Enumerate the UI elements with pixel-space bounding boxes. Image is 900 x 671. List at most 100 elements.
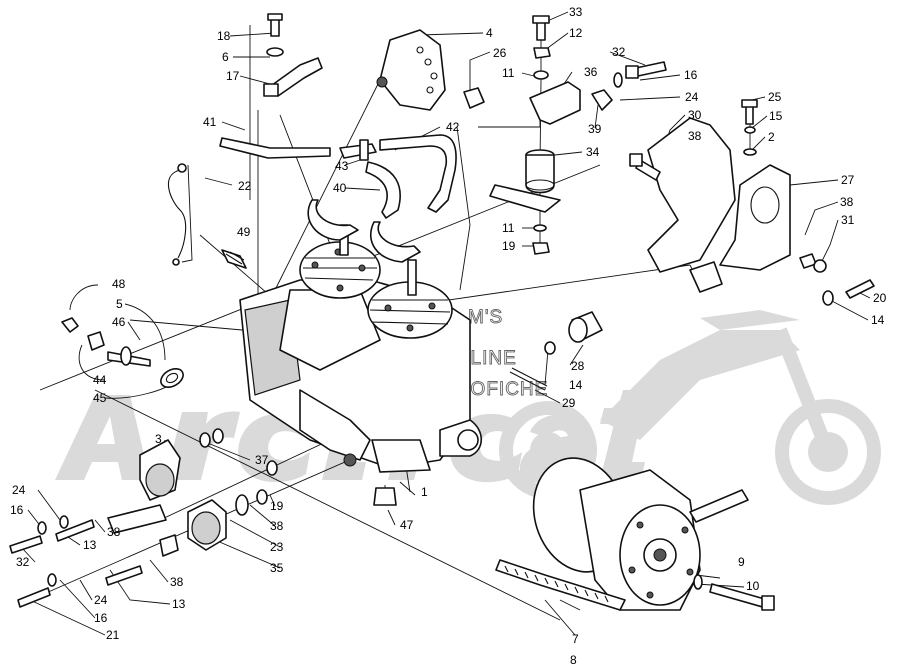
callout-label: 29 [562, 396, 576, 410]
callout-label: 19 [270, 499, 284, 513]
part-engine-1 [239, 199, 483, 473]
part-bolt-38-upper [629, 153, 661, 181]
callout-label: 45 [93, 391, 107, 405]
part-bolt-32-left [9, 535, 43, 554]
callout-label: 38 [688, 129, 702, 143]
callout-label: 25 [768, 90, 782, 104]
callout-label: 28 [571, 359, 585, 373]
part-bolt-21 [17, 587, 51, 608]
callout-label: 33 [569, 5, 583, 19]
part-nut-31 [813, 259, 827, 273]
part-clip-26 [463, 87, 485, 109]
part-fitting-18 [267, 13, 283, 37]
callout-label: 31 [841, 213, 855, 227]
part-hose-41 [219, 137, 331, 159]
callout-label: 42 [446, 120, 460, 134]
part-cable-22 [168, 163, 187, 266]
callout-label: 14 [871, 313, 885, 327]
callout-label: 7 [572, 632, 579, 646]
part-elbow-5 [87, 331, 105, 351]
callout-label: 10 [746, 579, 760, 593]
callout-label: 48 [112, 277, 126, 291]
callout-label: 27 [841, 173, 855, 187]
part-mount-23 [187, 499, 227, 551]
part-mount-28 [568, 311, 603, 343]
part-washer-15 [744, 126, 756, 134]
part-hose-42 [379, 134, 457, 213]
callout-label: 38 [270, 519, 284, 533]
callout-label: 16 [684, 68, 698, 82]
callout-label: 6 [222, 50, 229, 64]
part-washer-2 [743, 148, 757, 156]
callout-label: 38 [107, 525, 121, 539]
callout-label: 1 [421, 485, 428, 499]
part-bolt-32 [625, 61, 667, 79]
callout-label: 17 [226, 69, 240, 83]
part-washer-16-left [37, 515, 69, 535]
callout-label: 37 [255, 453, 269, 467]
callout-label: 3 [155, 432, 162, 446]
callout-label: 39 [588, 122, 602, 136]
callout-label: 14 [569, 378, 583, 392]
part-washer-11 [533, 70, 549, 80]
callout-label: 24 [685, 90, 699, 104]
callout-label: 23 [270, 540, 284, 554]
callout-label: 5 [116, 297, 123, 311]
callout-label: 47 [400, 518, 414, 532]
part-shroud-4 [376, 29, 446, 111]
part-bolt-13-lower [105, 565, 143, 586]
part-clamp-39 [591, 89, 613, 111]
callout-label: 24 [94, 593, 108, 607]
part-washer-14-centre [544, 341, 556, 355]
part-ring-45 [160, 368, 184, 388]
part-mount-34 [489, 149, 561, 213]
watermark-line-1: M'S [468, 307, 503, 328]
part-fitting-48 [61, 317, 79, 333]
callout-label: 20 [873, 291, 887, 305]
callout-label: 30 [688, 108, 702, 122]
callout-label: 32 [612, 45, 626, 59]
callout-label: 32 [16, 555, 30, 569]
leader-lines [21, 11, 871, 636]
callout-label: 13 [172, 597, 186, 611]
part-drive-clutch-7 [532, 457, 701, 611]
part-belt-8 [495, 489, 749, 611]
callout-label: 24 [12, 483, 26, 497]
part-washer-19-left [256, 489, 268, 505]
part-washer-16 [613, 72, 623, 88]
callout-label: 41 [203, 115, 217, 129]
callout-label: 9 [738, 555, 745, 569]
callout-label: 26 [493, 46, 507, 60]
callout-label: 43 [335, 159, 349, 173]
callout-label: 34 [586, 145, 600, 159]
part-bracket-17 [263, 57, 323, 97]
callout-label: 38 [840, 195, 854, 209]
callout-label: 16 [94, 611, 108, 625]
part-bolt-33 [532, 15, 550, 41]
callout-label: 22 [238, 179, 252, 193]
callout-label: 46 [112, 315, 126, 329]
part-washer-11b [533, 224, 547, 232]
part-washer-37 [199, 428, 278, 476]
part-mount-3 [139, 439, 181, 501]
part-bracket-36 [529, 81, 581, 125]
callout-label: 2 [768, 130, 775, 144]
part-washer-6 [266, 47, 284, 57]
part-fitting-43 [339, 139, 377, 161]
part-plug-47 [373, 487, 397, 506]
callout-label: 44 [93, 373, 107, 387]
callout-label: 18 [217, 29, 231, 43]
part-bracket-27 [689, 164, 791, 293]
callout-label: 11 [502, 66, 515, 80]
callout-label: 21 [106, 628, 120, 642]
callout-label: 38 [170, 575, 184, 589]
callout-label: 12 [569, 26, 583, 40]
callout-label: 4 [486, 26, 493, 40]
part-bolt-25 [741, 99, 758, 125]
part-hose-40 [365, 161, 401, 219]
part-valve-46 [107, 346, 151, 367]
callout-label: 15 [769, 109, 783, 123]
